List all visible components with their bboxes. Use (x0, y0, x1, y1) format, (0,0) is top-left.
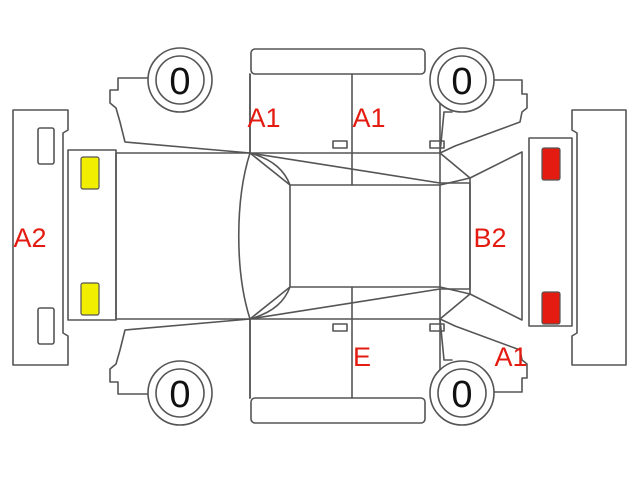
front-lamp-top (80, 156, 100, 190)
damage-code-left-rear-door: A1 (352, 103, 385, 133)
tire-rear-left: 0 (429, 47, 495, 113)
headlamp-panel (67, 149, 117, 321)
tire-rear-right: 0 (429, 360, 495, 426)
damage-code-right-rear-quarter: A1 (494, 342, 527, 372)
left-side-view (109, 73, 528, 154)
left-side-skirt (250, 48, 426, 75)
tire-front-right-value: 0 (169, 374, 190, 416)
rear-bumper (571, 109, 627, 366)
tire-front-left: 0 (147, 47, 213, 113)
damage-code-right-rear-door: E (353, 342, 371, 372)
damage-code-rear-hatch: B2 (473, 223, 506, 253)
tire-front-right: 0 (147, 360, 213, 426)
right-side-view (109, 318, 528, 399)
tire-front-left-value: 0 (169, 61, 190, 103)
rear-lamp-top (541, 147, 561, 181)
damage-code-left-front-door: A1 (247, 103, 280, 133)
tire-rear-left-value: 0 (451, 61, 472, 103)
damage-code-front-bumper: A2 (13, 223, 46, 253)
right-side-skirt (250, 397, 426, 424)
rear-lamp-bottom (541, 291, 561, 325)
front-bumper (12, 109, 69, 366)
taillamp-panel (528, 137, 573, 327)
front-lamp-bottom (80, 282, 100, 316)
tire-rear-right-value: 0 (451, 374, 472, 416)
top-view (115, 151, 523, 321)
